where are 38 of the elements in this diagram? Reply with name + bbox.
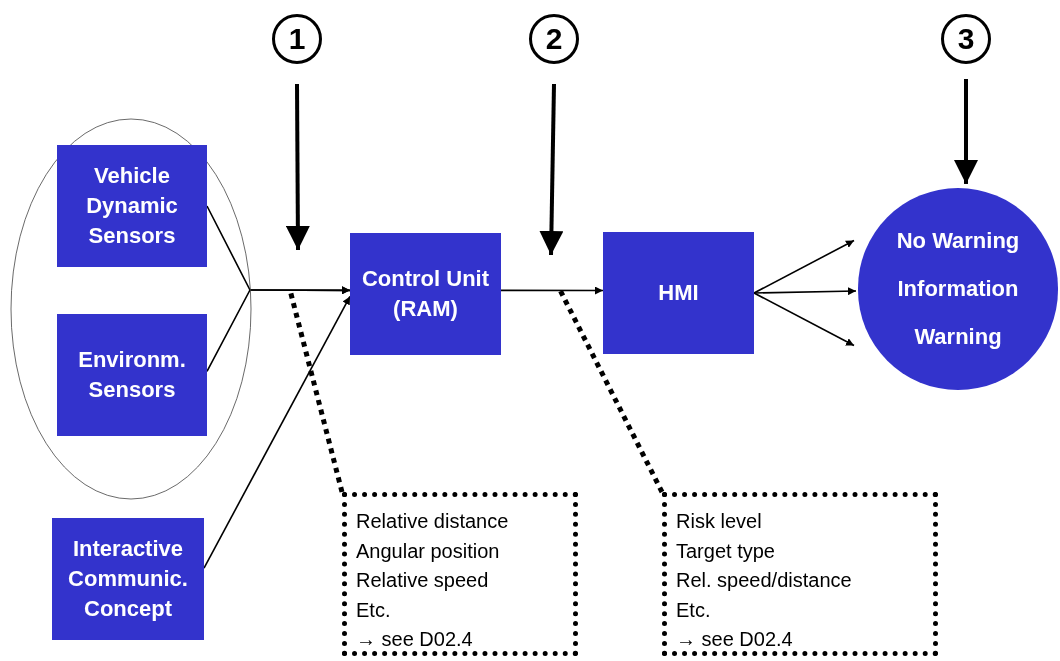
output-label: Warning: [914, 323, 1002, 351]
note-line: → see D02.4: [356, 627, 474, 652]
arrow: [954, 79, 978, 184]
arrow: [500, 286, 604, 295]
note-line: Etc.: [356, 597, 392, 623]
note-line: Angular position: [356, 538, 501, 564]
note-line: Etc.: [676, 597, 712, 623]
arrow: [753, 292, 855, 347]
box-label: Vehicle Dynamic Sensors: [85, 162, 179, 250]
arrow: [753, 287, 857, 296]
box-label: Control Unit (RAM): [360, 265, 491, 323]
arrow: [539, 83, 564, 256]
leader-line: [557, 288, 665, 494]
note-box: [342, 492, 578, 656]
note-line: Relative distance: [356, 509, 510, 534]
arrow: [203, 295, 351, 569]
note-box: [662, 492, 938, 656]
box-label: Interactive Communic. Concept: [67, 535, 189, 623]
process-box: [57, 145, 207, 267]
callout-number: 2: [545, 24, 563, 54]
process-box: [57, 314, 207, 436]
note-line: Risk level: [676, 509, 763, 534]
callout-number: 1: [288, 24, 306, 54]
process-box: [52, 518, 204, 640]
note-line: Target type: [676, 538, 776, 564]
process-box: [603, 232, 754, 354]
group-ellipse: [10, 118, 252, 500]
note-line: → see D02.4: [676, 627, 794, 652]
process-box: [350, 233, 501, 355]
note-line: Relative speed: [356, 568, 490, 593]
note-line: Rel. speed/distance: [676, 568, 853, 593]
arrow: [285, 84, 310, 250]
box-label: Environm. Sensors: [77, 346, 187, 404]
box-label: HMI: [658, 279, 699, 307]
output-label: Information: [897, 275, 1019, 303]
output-label: No Warning: [896, 227, 1020, 255]
arrow: [753, 239, 855, 294]
callout-number: 3: [957, 24, 975, 54]
